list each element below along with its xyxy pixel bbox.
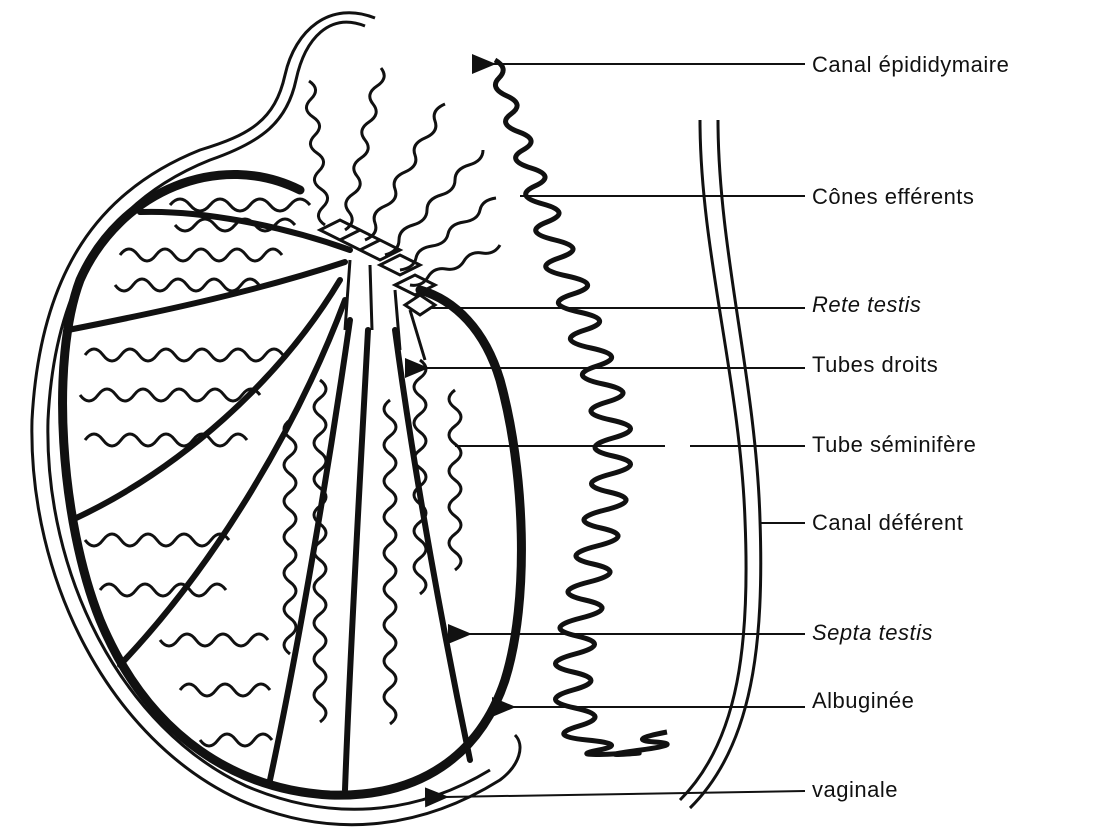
vaginale-outer-layer [32,13,520,825]
septum [68,262,345,330]
seminiferous-tubule [115,279,259,291]
efferent-cone [345,68,384,230]
seminiferous-tubule [80,389,260,401]
label-rete-testis: Rete testis [812,292,921,317]
seminiferous-tubule [85,349,283,361]
seminiferous-tubule [170,199,310,211]
label-canal-deferent: Canal déférent [812,510,963,535]
septum [345,330,368,790]
seminiferous-tubule [180,684,270,696]
efferent-cone [365,104,445,240]
leader-lines [425,64,805,797]
canal-deferent-duct [680,120,761,808]
efferent-cone [385,150,483,255]
label-albuginee: Albuginée [812,688,914,713]
seminiferous-tubule [449,390,461,570]
canal-epididymaire-duct [495,60,667,755]
seminiferous-tubule [120,249,282,261]
seminiferous-tubule [100,584,226,596]
seminiferous-tubule [200,734,272,746]
efferent-cones [306,68,500,285]
label-vaginale: vaginale [812,777,898,802]
seminiferous-tubule [284,420,296,654]
seminiferous-tubule [384,400,396,724]
seminiferous-tubule [85,434,247,446]
labels: Canal épididymaire Cônes efférents Rete … [812,52,1009,802]
seminiferous-tubule [85,534,229,546]
septum [120,300,345,665]
canal-deferent-outer [680,120,746,800]
label-tube-seminifere: Tube séminifère [812,432,976,457]
label-tubes-droits: Tubes droits [812,352,938,377]
canal-deferent-inner [690,120,761,808]
leader-vaginale [445,791,805,797]
septum [395,330,470,760]
label-cones-efferents: Cônes efférents [812,184,974,209]
label-septa-testis: Septa testis [812,620,933,645]
efferent-cone [400,198,496,270]
seminiferous-tubule [160,634,268,646]
septa-testis-group [68,212,470,790]
label-canal-epididymaire: Canal épididymaire [812,52,1009,77]
